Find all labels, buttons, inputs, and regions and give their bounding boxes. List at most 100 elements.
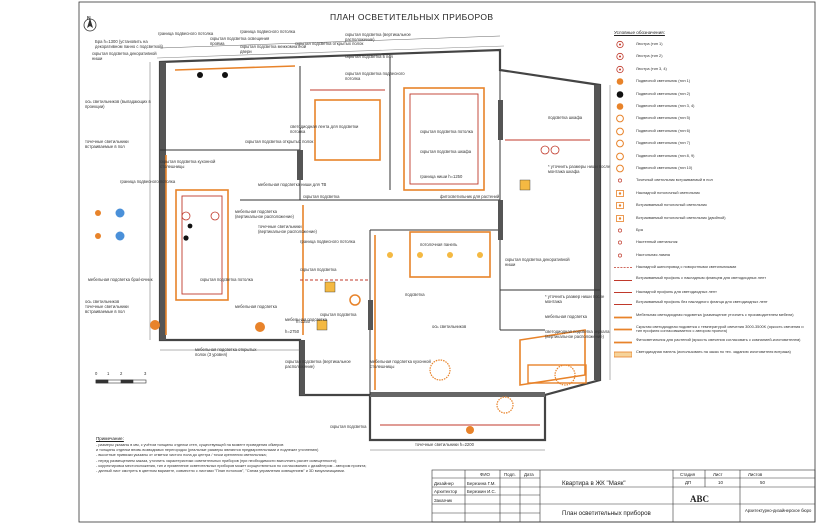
legend-item-label: Подвесной светильник (тип 2) <box>636 90 691 96</box>
dot-small-icon <box>618 240 622 245</box>
legend-item: Настольная лампа <box>614 251 810 260</box>
stamp-col-sign: Подп. <box>504 472 516 477</box>
legend-item: Фитосветильник для растений (яркость све… <box>614 336 810 347</box>
plan-label: скрытая подсветка декоративной ниши <box>505 257 570 267</box>
notes-heading: Примечание: <box>96 436 124 441</box>
legend-item-label: Точечный светильник встраиваемый в пол <box>636 177 713 183</box>
legend-item: Люстра (тип 1) <box>614 40 810 49</box>
plan-label: скрытая подсветка открытых полок <box>295 41 364 46</box>
dot-black-icon <box>616 90 624 98</box>
plan-label: подсветка шкафа <box>548 115 583 120</box>
dot-small-icon <box>618 228 622 233</box>
ring-red-icon <box>616 53 624 61</box>
legend-item-label: Светодиодная панель (использовать на зак… <box>636 349 791 354</box>
legend-item: Подвесной светильник (тип 7) <box>614 139 810 148</box>
legend-item: Скрытая светодиодная подсветка с темпера… <box>614 325 810 334</box>
legend-item: Люстра (тип 3, 4) <box>614 65 810 74</box>
scale-tick: 2 <box>120 371 123 376</box>
profile-lines <box>181 89 590 426</box>
legend-item-label: Фитосветильник для растений (яркость све… <box>636 336 801 342</box>
plan-label: h=2750 <box>285 329 300 334</box>
legend-item: Встраиваемый профиль без накладного флан… <box>614 300 810 309</box>
legend-item-label: Встраиваемый профиль с накладным фланцем… <box>636 274 767 280</box>
stamp-col-fio: ФИО <box>480 472 490 477</box>
plan-label: мебельная подсветка (вертикальное распол… <box>235 209 294 219</box>
legend-item-label: Накладной профиль для светодиодных лент <box>636 289 717 294</box>
legend-item: Подвесной светильник (тип 3, 4) <box>614 102 810 111</box>
stamp-role: Заказчик <box>434 498 453 503</box>
scale-tick: 0 <box>95 371 98 376</box>
plan-label: мебельная подсветка бра/ночник <box>88 277 153 282</box>
legend-item: Встраиваемый потолочный светильник (двой… <box>614 214 810 223</box>
legend-item: Подвесной светильник (тип 1) <box>614 77 810 86</box>
plan-label: ось светильников (выпадающих в проекции) <box>85 99 151 109</box>
plan-label: светодиодная подсветка зеркала (вертикал… <box>545 329 610 339</box>
note-line: - размеры указаны в мм, с учётом толщины… <box>96 443 284 447</box>
plan-label: скрытая подсветка шкафа <box>420 149 472 154</box>
legend-item-label: Накладной потолочный светильник <box>636 189 700 195</box>
stamp-role: Архитектор <box>434 489 458 494</box>
scale-bar <box>95 379 147 384</box>
legend-item-label: Настенный светильник <box>636 239 678 245</box>
legend-item: Бра <box>614 226 810 235</box>
plan-label: подсветка <box>405 292 425 297</box>
plan-label: ось светильников <box>85 299 120 304</box>
legend-item: Встраиваемый потолочный светильник <box>614 201 810 210</box>
plan-label: скрытая подсветка <box>330 424 367 429</box>
plan-label: скрытая подсветка освещения проёма <box>210 36 270 46</box>
legend-item: Накладной шинопровод с поворотными свети… <box>614 263 810 272</box>
stage-value: ДП <box>685 480 692 485</box>
dot-orange-icon <box>616 103 624 110</box>
note-line: - высотные привязки указаны от отметки ч… <box>96 453 267 458</box>
plan-label: точечные светильники встраиваемые в пол <box>85 139 129 149</box>
plan-label: граница ниши h=1250 <box>420 174 463 179</box>
plan-label: скрытая подсветка межкомнатной двери <box>240 44 307 54</box>
plan-label: точечные светильники встраиваемые в пол <box>85 304 129 314</box>
dot-small-icon <box>618 253 622 258</box>
ring-orange-icon <box>616 127 624 136</box>
legend-item: Подвесной светильник (тип 10) <box>614 164 810 173</box>
plan-label: скрытая подсветка <box>320 312 357 317</box>
stage-label: Стадия <box>680 472 695 477</box>
plan-label: скрытая подсветка открытых полок <box>245 139 314 144</box>
plan-label: скрытая подсветка потолка <box>200 277 253 282</box>
scale-tick: 1 <box>107 371 110 376</box>
plan-label: скрытая подсветка в пол <box>345 54 393 59</box>
legend-item: Мебельная светодиодная подсветка (размещ… <box>614 312 810 322</box>
plan-label: скрытая подсветка <box>303 194 340 199</box>
legend-item: Подвесной светильник (тип 2) <box>614 90 810 99</box>
legend-item-label: Подвесной светильник (тип 10) <box>636 165 693 170</box>
legend-item-label: Встраиваемый профиль без накладного флан… <box>636 299 768 305</box>
legend-item-label: Настольная лампа <box>636 251 670 257</box>
ring-red-icon <box>616 65 624 73</box>
square-orange-icon <box>616 214 624 222</box>
stamp-name: Березина Г.М. <box>467 481 496 486</box>
legend-item: Светодиодная панель (использовать на зак… <box>614 349 810 359</box>
plan-label: скрытая подсветка <box>300 267 337 272</box>
sheet-value: 10 <box>718 480 723 485</box>
legend-item: Накладной профиль для светодиодных лент <box>614 288 810 297</box>
plan-label: граница подвесного потолка <box>158 31 214 36</box>
north-label: N <box>87 16 91 22</box>
plan-label: фитосветильник для растений <box>440 194 500 199</box>
line-orange-icon <box>614 316 632 319</box>
plan-label: светодиодная лента для подсветки потолка <box>290 124 359 134</box>
floor-plan <box>149 35 611 451</box>
ring-orange-icon <box>616 114 624 123</box>
plan-label: мебельная подсветка ниши для ТВ <box>258 182 327 187</box>
plan-label: точечные светильники h=2200 <box>415 442 474 447</box>
project-name: Квартира в ЖК "Маяк" <box>562 480 626 487</box>
ring-orange-icon <box>616 164 624 173</box>
plan-label: потолочная панель <box>420 242 458 247</box>
stamp-col-date: Дата <box>524 472 534 477</box>
stamp-grid <box>431 469 816 523</box>
legend: Условные обозначения: Люстра (тип 1)Люст… <box>614 30 810 366</box>
fixtures <box>95 72 587 434</box>
line-dashed-icon <box>614 267 632 269</box>
legend-item-label: Подвесной светильник (тип 1) <box>636 78 691 84</box>
plan-label: скрытая подсветка подвесного потолка <box>345 71 405 81</box>
legend-item-label: Подвесной светильник (тип 7) <box>636 140 691 146</box>
legend-item: Подвесной светильник (тип 5) <box>614 114 810 123</box>
hidden-lighting-lines <box>165 65 586 390</box>
plan-label: Бра h=1300 (установить на декоративном п… <box>95 39 163 49</box>
